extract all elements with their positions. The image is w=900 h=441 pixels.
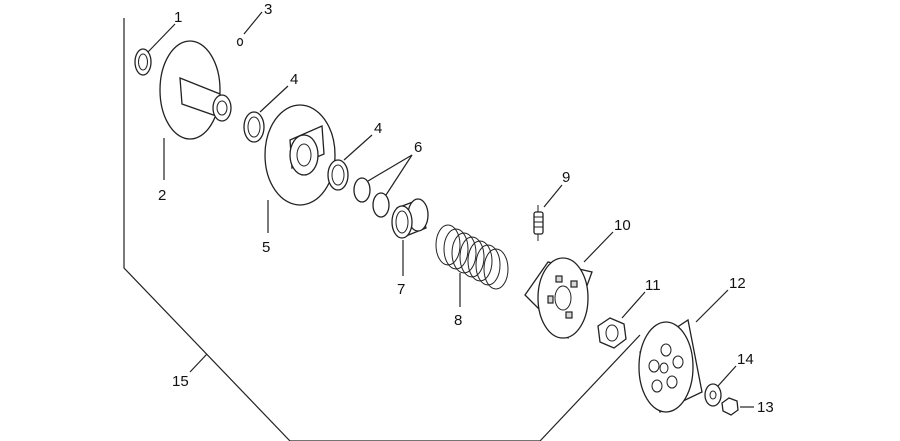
- part-6-o-rings: [353, 177, 390, 218]
- callout-10: 10: [614, 217, 631, 234]
- assembly-bracket: [123, 18, 641, 441]
- part-3-pin: [236, 37, 244, 47]
- callout-9: 9: [562, 169, 570, 186]
- callout-12: 12: [729, 275, 746, 292]
- callout-14: 14: [737, 351, 754, 368]
- callout-7: 7: [397, 281, 405, 298]
- leader-4b: [343, 134, 373, 161]
- leader-6b: [385, 154, 413, 196]
- callout-4b: 4: [374, 120, 382, 137]
- callout-2: 2: [158, 187, 166, 204]
- leader-4a: [259, 85, 289, 113]
- part-10-clutch-shoe: [524, 257, 593, 340]
- part-14-washer: [704, 383, 722, 407]
- part-8-spring: [435, 224, 509, 290]
- callout-15: 15: [172, 373, 189, 390]
- leader-11: [621, 291, 646, 319]
- part-1-bearing: [134, 48, 152, 76]
- leader-9: [543, 184, 563, 208]
- callout-1: 1: [174, 9, 182, 26]
- leader-6a: [367, 154, 413, 182]
- leader-10: [583, 231, 614, 263]
- part-13-nut: [721, 397, 739, 416]
- part-12-clutch-bell: [638, 318, 703, 413]
- callout-4a: 4: [290, 71, 298, 88]
- part-9-tension-spring: [533, 205, 544, 241]
- part-4-ring-b: [327, 159, 349, 191]
- part-11-hex-nut: [597, 317, 627, 349]
- leader-12: [695, 289, 729, 323]
- callout-11: 11: [645, 277, 661, 294]
- part-5-pulley: [264, 104, 336, 206]
- callout-13: 13: [757, 399, 774, 416]
- leader-14: [717, 365, 737, 387]
- leader-3: [243, 11, 263, 35]
- callout-6: 6: [414, 139, 422, 156]
- part-4-ring-a: [243, 111, 265, 143]
- callout-8: 8: [454, 312, 462, 329]
- part-7-sleeve: [391, 198, 429, 239]
- callout-5: 5: [262, 239, 270, 256]
- leader-1: [147, 23, 176, 53]
- part-2-drive-plate: [159, 40, 232, 140]
- callout-3: 3: [264, 1, 272, 18]
- leader-15: [189, 353, 208, 373]
